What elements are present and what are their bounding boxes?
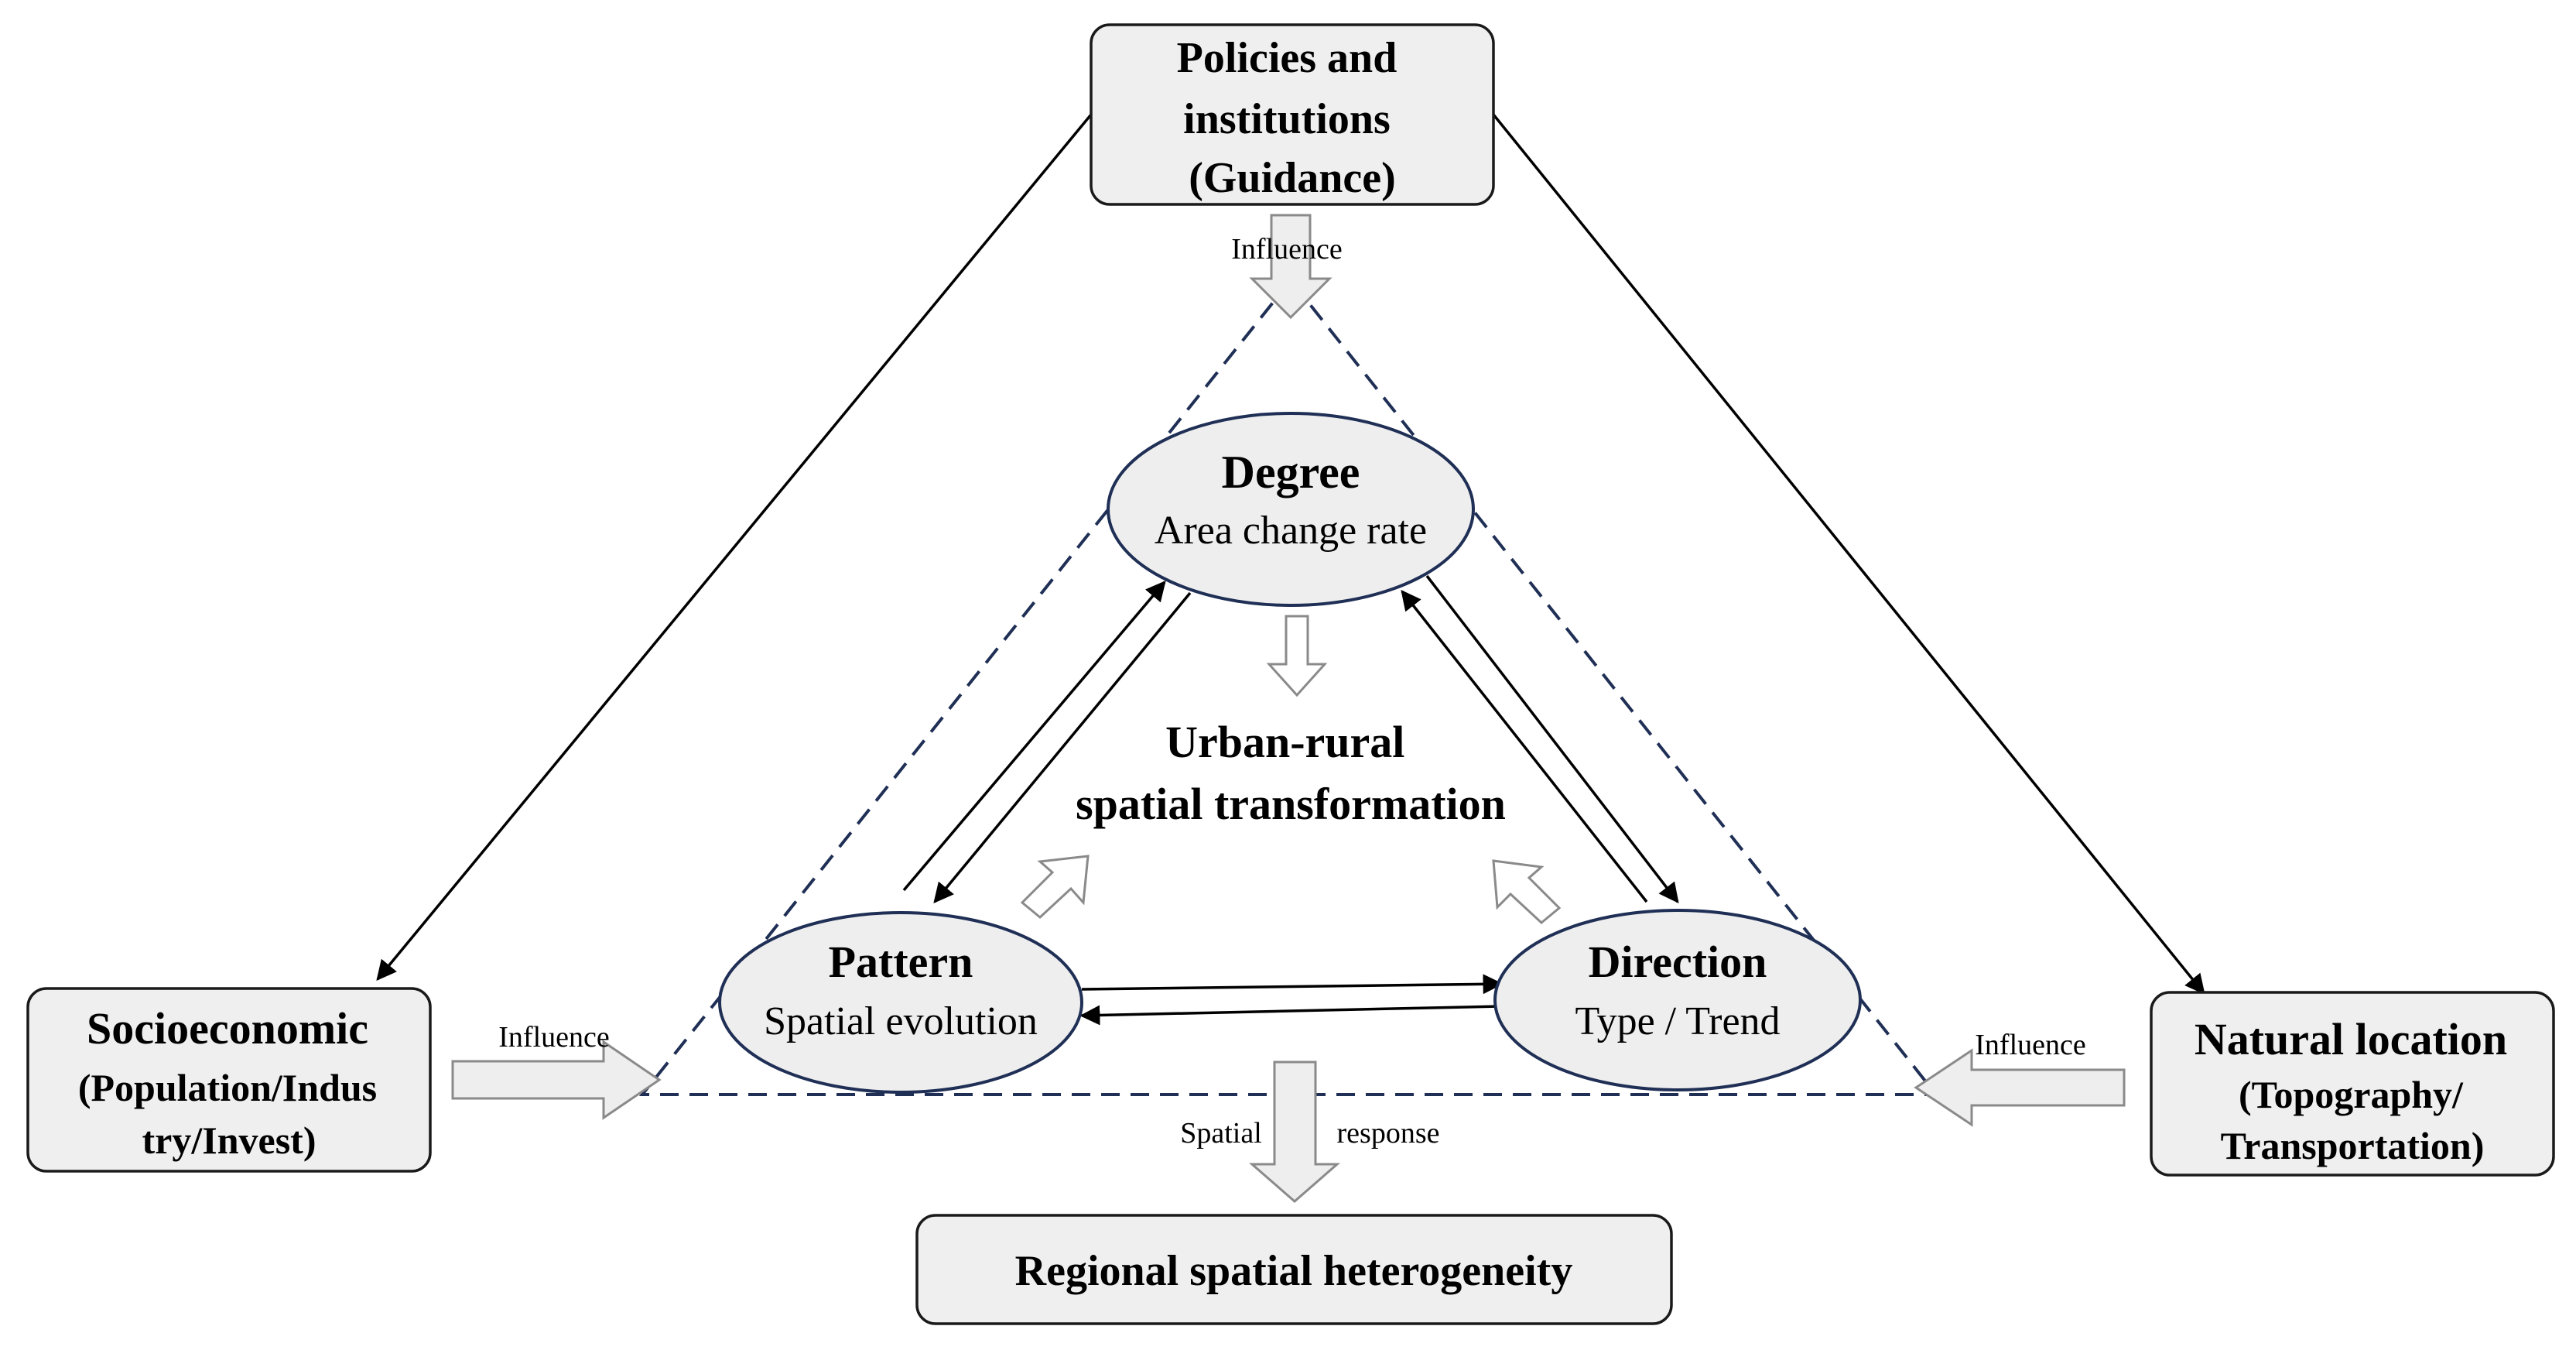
policies-box-line-3: (Guidance): [1189, 154, 1396, 202]
direction-ellipse: Direction Type / Trend: [1493, 909, 1862, 1091]
policies-box-line-1: Policies and: [1177, 34, 1397, 82]
influence-right-block-arrow: [1914, 1048, 2126, 1127]
regional-heterogeneity-box: Regional spatial heterogeneity: [915, 1214, 1673, 1325]
pattern-subtitle: Spatial evolution: [764, 999, 1038, 1043]
degree-to-direction-arrow: [1425, 574, 1679, 904]
policies-box-line-2: institutions: [1183, 95, 1391, 143]
influence-top-label: Influence: [1231, 233, 1342, 266]
influence-left-label: Influence: [498, 1021, 609, 1054]
svg-text:Regional spatial heterogeneity: Regional spatial heterogeneity: [1015, 1247, 1573, 1295]
socioeconomic-box-line-2: (Population/Indus: [78, 1066, 377, 1109]
svg-text:Urban-rural spatial transf: Urban-rural spatial transformation: [1076, 717, 1506, 829]
socioeconomic-box-line-3: try/Invest): [142, 1119, 316, 1162]
center-title-line-2: spatial transformation: [1076, 779, 1506, 829]
degree-title: Degree: [1222, 447, 1360, 498]
direction-to-center-block-arrow: [1492, 859, 1562, 924]
degree-subtitle: Area change rate: [1155, 509, 1427, 553]
direction-title: Direction: [1589, 937, 1767, 987]
pattern-ellipse: Pattern Spatial evolution: [718, 911, 1083, 1094]
regional-heterogeneity-label: Regional spatial heterogeneity: [1015, 1247, 1573, 1295]
degree-ellipse: Degree Area change rate: [1107, 412, 1475, 607]
spatial-response-block-arrow: [1249, 1060, 1340, 1203]
spatial-label: Spatial: [1180, 1117, 1262, 1150]
policies-to-natural-arrow: [1492, 113, 2205, 995]
response-label: response: [1337, 1117, 1440, 1150]
pattern-to-degree-arrow: [902, 581, 1166, 892]
svg-text:Natural location (Topogr: Natural location (Topography/ Transporta…: [2195, 1014, 2510, 1167]
influence-top-block-arrow: [1249, 214, 1332, 320]
natural-location-box-line-1: Natural location: [2195, 1014, 2507, 1064]
direction-to-degree-arrow: [1401, 589, 1648, 903]
degree-to-pattern-arrow: [933, 591, 1192, 904]
socioeconomic-box: Socioeconomic (Population/Indus try/Inve…: [26, 987, 432, 1173]
svg-text:Socioeconomic (Populatio: Socioeconomic (Population/Indus try/Inve…: [78, 1003, 380, 1162]
natural-location-box-line-3: Transportation): [2221, 1124, 2485, 1167]
policies-box: Policies and institutions (Guidance): [1090, 23, 1495, 206]
direction-to-pattern-arrow: [1079, 1005, 1500, 1026]
policies-to-socio-arrow: [376, 113, 1093, 982]
svg-text:Policies and institution: Policies and institutions (Guidance): [1177, 34, 1408, 202]
natural-location-box: Natural location (Topography/ Transporta…: [2150, 991, 2555, 1177]
direction-subtitle: Type / Trend: [1575, 999, 1780, 1043]
pattern-to-center-block-arrow: [1020, 855, 1090, 919]
influence-left-block-arrow: [451, 1040, 662, 1120]
natural-location-box-line-2: (Topography/: [2239, 1073, 2464, 1116]
center-title-line-1: Urban-rural: [1165, 717, 1404, 767]
influence-right-label: Influence: [1975, 1029, 2085, 1061]
degree-to-center-block-arrow: [1266, 615, 1328, 697]
pattern-to-direction-arrow: [1081, 974, 1504, 995]
pattern-title: Pattern: [829, 937, 973, 987]
socioeconomic-box-line-1: Socioeconomic: [87, 1003, 368, 1054]
